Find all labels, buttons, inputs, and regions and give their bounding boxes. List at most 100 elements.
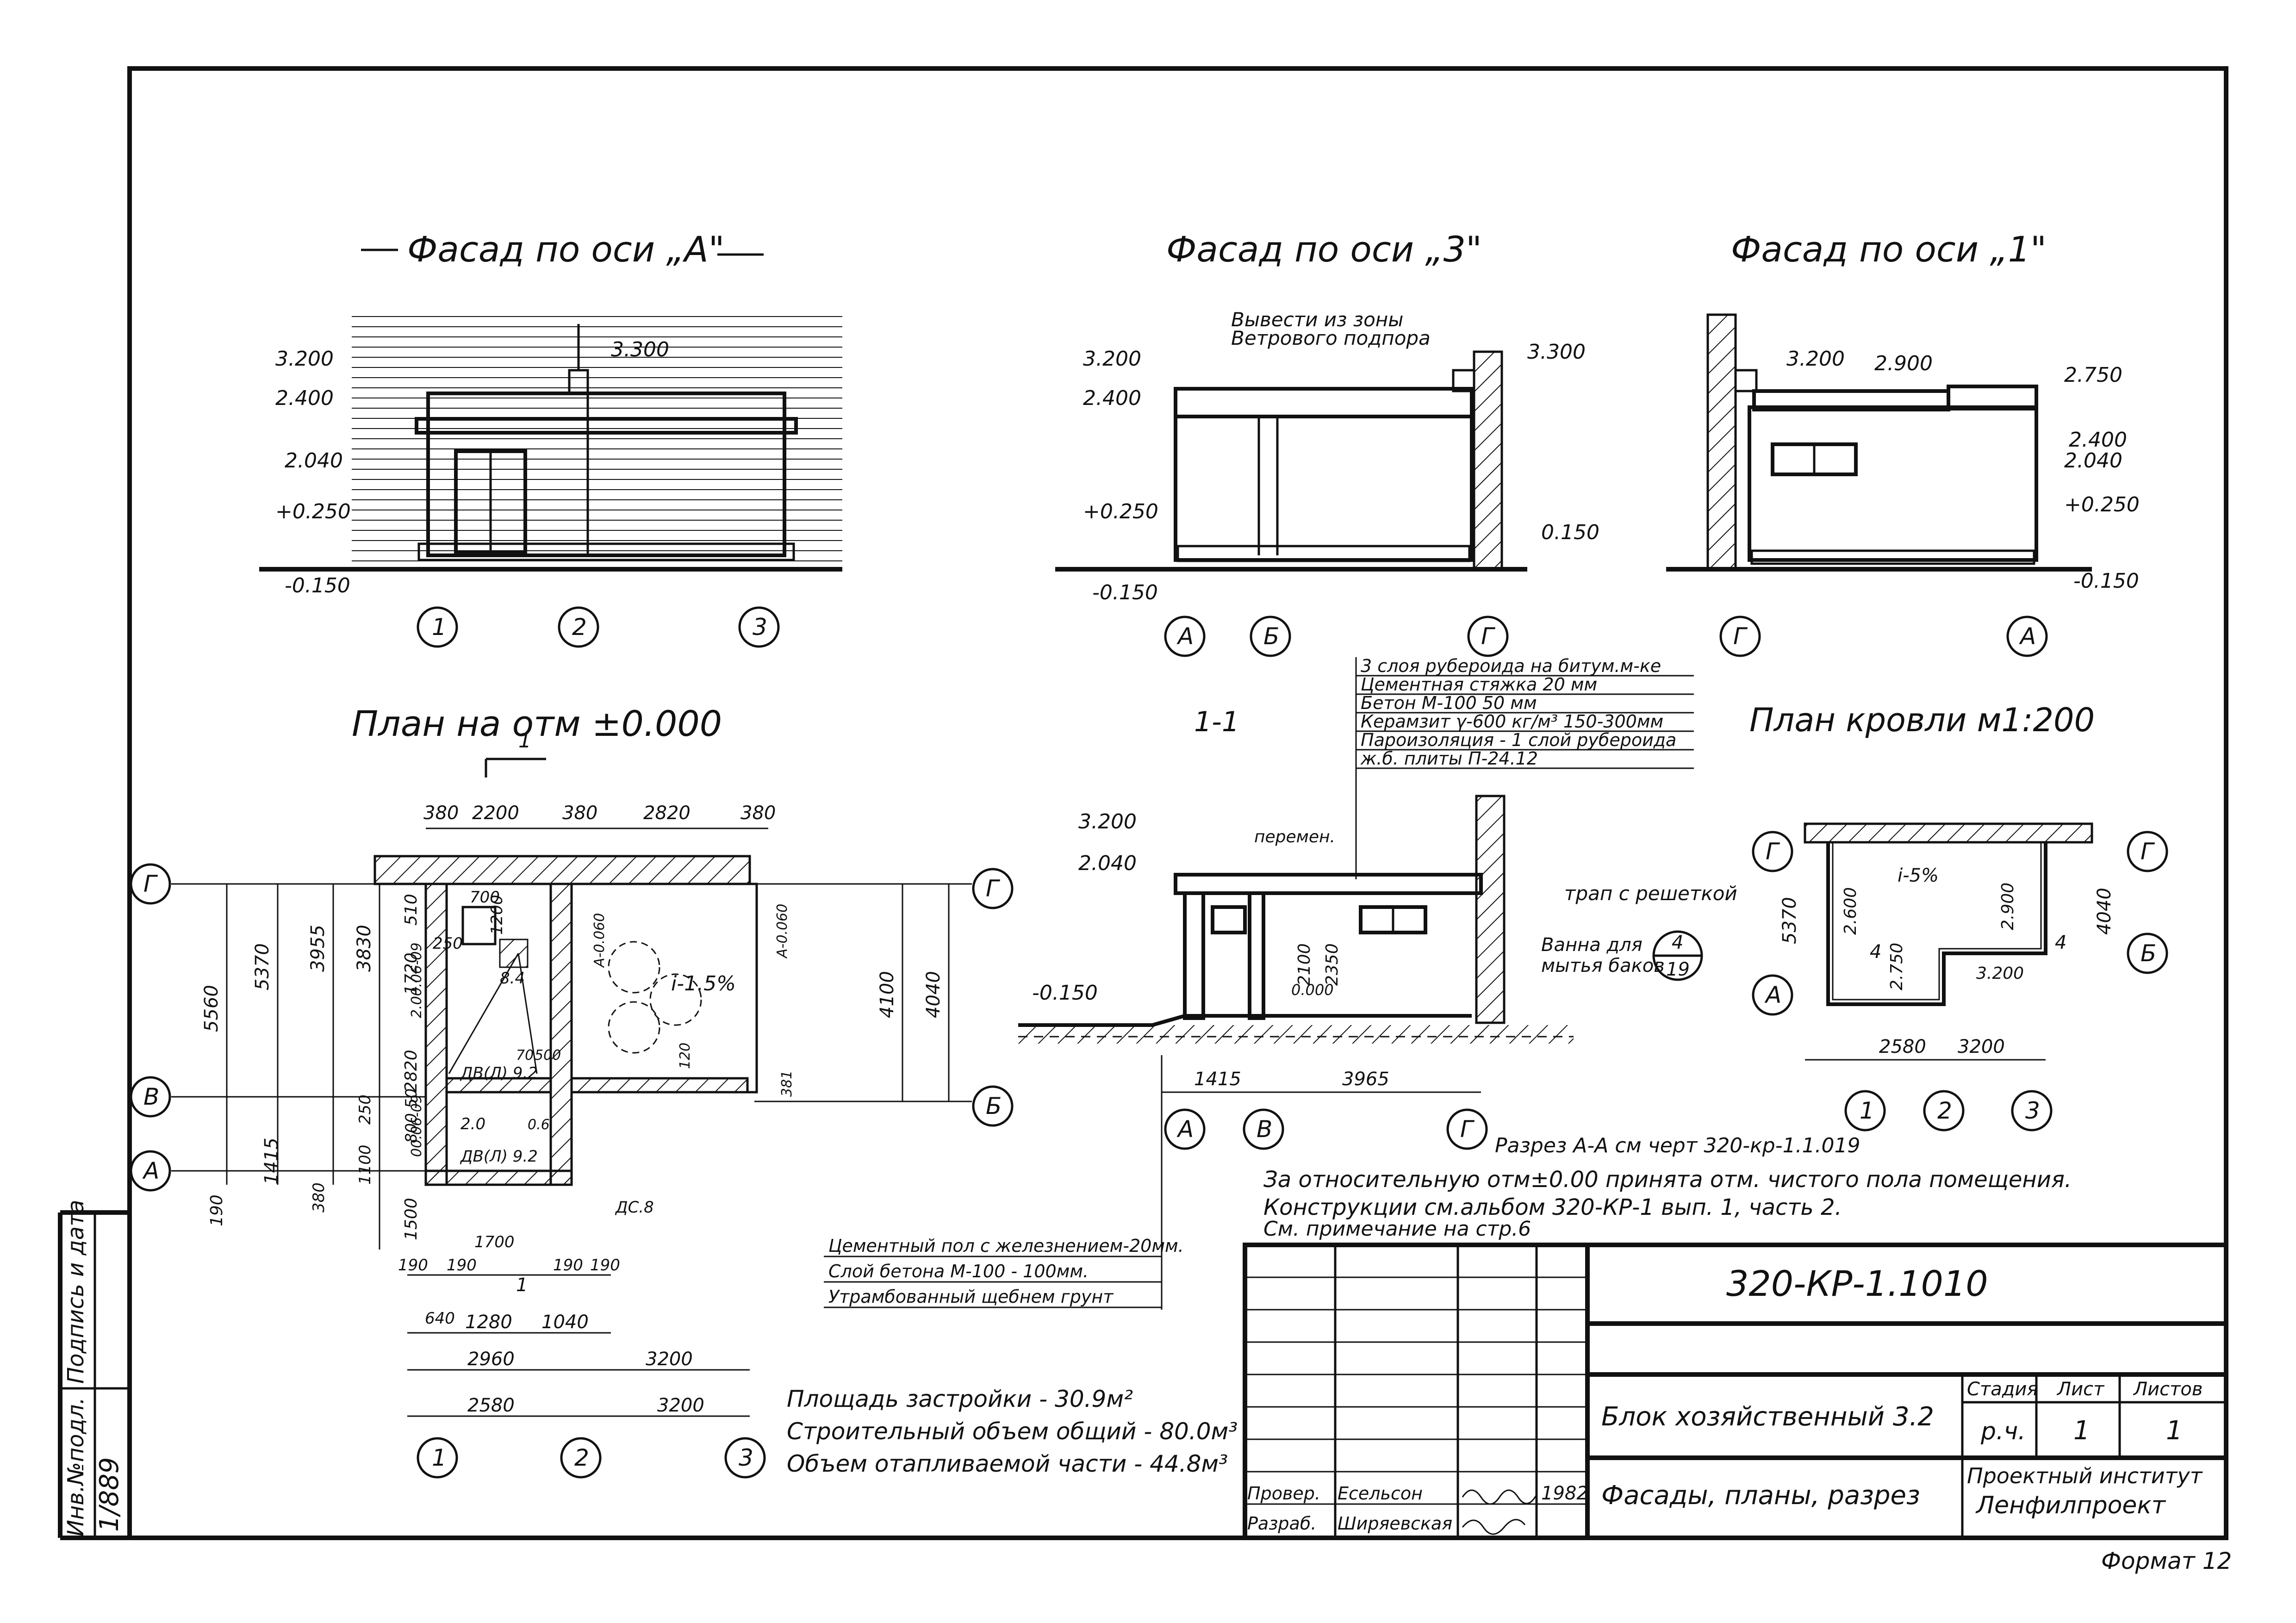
- svg-text:3200: 3200: [1958, 1036, 2005, 1057]
- svg-text:3.200: 3.200: [1083, 347, 1141, 371]
- svg-text:2.400: 2.400: [2069, 428, 2127, 452]
- svg-text:190: 190: [207, 1194, 226, 1226]
- svg-text:380: 380: [740, 802, 776, 824]
- svg-text:4040: 4040: [923, 971, 944, 1018]
- svg-text:ж.б. плиты П-24.12: ж.б. плиты П-24.12: [1360, 748, 1538, 769]
- stamp-sheet-title: Фасады, планы, разрез: [1601, 1480, 1920, 1511]
- svg-text:трап с решеткой: трап с решеткой: [1564, 882, 1737, 905]
- svg-text:перемен.: перемен.: [1254, 827, 1335, 846]
- stat-volume-total: Строительный объем общий - 80.0м³: [787, 1418, 1238, 1445]
- svg-text:2.0: 2.0: [460, 1115, 485, 1133]
- plan-axis-1: 1: [432, 1444, 447, 1471]
- svg-text:0.6: 0.6: [528, 1117, 550, 1133]
- svg-text:500: 500: [535, 1047, 561, 1063]
- plan-title: План на отм ±0.000: [352, 703, 722, 744]
- stamp-sheets: 1: [2166, 1416, 2183, 1446]
- stat-area: Площадь застройки - 30.9м²: [787, 1386, 1133, 1412]
- svg-text:2820: 2820: [402, 1050, 421, 1092]
- svg-text:2.750: 2.750: [1887, 943, 1906, 990]
- stamp-org-line2: Ленфилпроект: [1975, 1492, 2166, 1519]
- svg-text:1720: 1720: [402, 952, 421, 995]
- svg-text:1280: 1280: [465, 1312, 512, 1333]
- svg-text:3200: 3200: [646, 1349, 693, 1370]
- svg-text:Утрамбованный щебнем грунт: Утрамбованный щебнем грунт: [828, 1287, 1114, 1307]
- svg-text:1200: 1200: [488, 895, 506, 935]
- floor-layer-list: Цементный пол с железнением-20мм. Слой б…: [824, 1236, 1184, 1308]
- svg-text:3955: 3955: [307, 925, 329, 972]
- svg-text:190: 190: [398, 1256, 428, 1275]
- stamp-year: 1982: [1541, 1483, 1588, 1504]
- svg-text:190: 190: [553, 1256, 583, 1275]
- svg-text:190: 190: [447, 1256, 477, 1275]
- facade-1-wall-section: [1706, 313, 1737, 571]
- facade-3-note-1: Вывести из зоны: [1231, 308, 1403, 331]
- roof-axis-2: 2: [1937, 1097, 1952, 1124]
- title-block: 320-КР-1.1010 Блок хозяйственный 3.2 Фас…: [1243, 1243, 2228, 1540]
- plan-left-dims: 5560 5370 3955 3830 1720 510 2820 250 11…: [201, 884, 421, 1250]
- roof-plan-title: План кровли м1:200: [1749, 701, 2095, 739]
- svg-text:мытья баков: мытья баков: [1541, 955, 1665, 976]
- svg-text:2.600: 2.600: [1841, 887, 1860, 935]
- facade-a: Фасад по оси „А" 3.200 2.400 2.040 +0.25…: [259, 229, 842, 648]
- svg-text:2.900: 2.900: [1998, 883, 2017, 930]
- svg-text:700: 700: [470, 888, 500, 907]
- svg-text:2.750: 2.750: [2064, 363, 2122, 387]
- svg-text:ДС.8: ДС.8: [615, 1198, 654, 1217]
- stamp-org-line1: Проектный институт: [1967, 1463, 2203, 1488]
- svg-text:3.200: 3.200: [275, 347, 334, 371]
- building-stats: Площадь застройки - 30.9м² Строительный …: [787, 1386, 1238, 1477]
- svg-text:250: 250: [356, 1094, 374, 1125]
- facade-a-wall-hatch: [352, 308, 842, 567]
- svg-text:2.400: 2.400: [275, 386, 334, 410]
- svg-text:1700: 1700: [474, 1233, 515, 1251]
- svg-text:2.400: 2.400: [1083, 386, 1141, 410]
- svg-text:70: 70: [516, 1047, 534, 1063]
- svg-text:4: 4: [1870, 941, 1881, 963]
- plan-axis-2: 2: [574, 1444, 589, 1471]
- svg-text:1415: 1415: [261, 1138, 282, 1185]
- plan-axis-g-right: Г: [986, 875, 1001, 902]
- svg-text:2.040: 2.040: [285, 449, 343, 473]
- svg-text:3.200: 3.200: [1976, 964, 2024, 983]
- svg-text:120: 120: [677, 1043, 693, 1069]
- svg-text:2820: 2820: [643, 802, 691, 824]
- section-layer-list: 3 слоя рубероида на битум.м-ке Цементная…: [1356, 656, 1694, 769]
- floor-plan: План на отм ±0.000 1 700 1200 250 8.4 70…: [130, 703, 1014, 1479]
- stamp-header-sheet: Лист: [2056, 1379, 2105, 1400]
- svg-text:i-5%: i-5%: [1898, 865, 1939, 886]
- svg-text:2.00.06-09: 2.00.06-09: [409, 942, 425, 1018]
- svg-text:4040: 4040: [2094, 888, 2115, 935]
- plan-axis-a-left: А: [142, 1157, 159, 1184]
- svg-text:0.000: 0.000: [1291, 981, 1334, 999]
- svg-text:1100: 1100: [356, 1144, 374, 1185]
- svg-text:Ванна для: Ванна для: [1541, 934, 1643, 956]
- svg-text:3200: 3200: [657, 1395, 704, 1416]
- svg-text:-0.150: -0.150: [2073, 569, 2139, 593]
- svg-text:3.200: 3.200: [1078, 810, 1137, 833]
- svg-text:510: 510: [402, 894, 421, 926]
- roof-axis-g-right: Г: [2140, 838, 2155, 865]
- svg-text:2580: 2580: [467, 1395, 515, 1416]
- svg-text:-0.150: -0.150: [285, 574, 350, 597]
- svg-text:4: 4: [2055, 932, 2066, 953]
- stamp-name-drawer: Ширяевская: [1338, 1513, 1452, 1534]
- note-constructions: Конструкции см.альбом 320-КР-1 вып. 1, ч…: [1263, 1194, 1842, 1220]
- note-see-page: См. примечание на стр.6: [1263, 1217, 1531, 1241]
- section-axis-a: А: [1176, 1116, 1194, 1143]
- svg-text:2100: 2100: [1295, 943, 1314, 986]
- svg-text:1: 1: [516, 1275, 528, 1296]
- facade-3-note-2: Ветрового подпора: [1231, 327, 1431, 349]
- facade-a-axis-3: 3: [753, 614, 767, 640]
- plan-axis-v-left: В: [143, 1083, 159, 1110]
- facade-3: Фасад по оси „3" Вывести из зоны Ветрово…: [1055, 229, 1599, 657]
- svg-text:Пароизоляция - 1 слой рубероид: Пароизоляция - 1 слой рубероида: [1361, 730, 1676, 750]
- svg-text:0.150: 0.150: [1541, 521, 1599, 544]
- section-axis-g: Г: [1460, 1116, 1475, 1143]
- sheet-format: Формат 12: [2101, 1548, 2232, 1574]
- facade-1: Фасад по оси „1" 3.200 2.900 2.750 2.400…: [1666, 229, 2140, 657]
- svg-text:5560: 5560: [201, 985, 222, 1032]
- svg-text:Цементная стяжка 20 мм: Цементная стяжка 20 мм: [1361, 674, 1597, 695]
- svg-text:+0.250: +0.250: [275, 500, 351, 523]
- svg-text:380: 380: [562, 802, 597, 824]
